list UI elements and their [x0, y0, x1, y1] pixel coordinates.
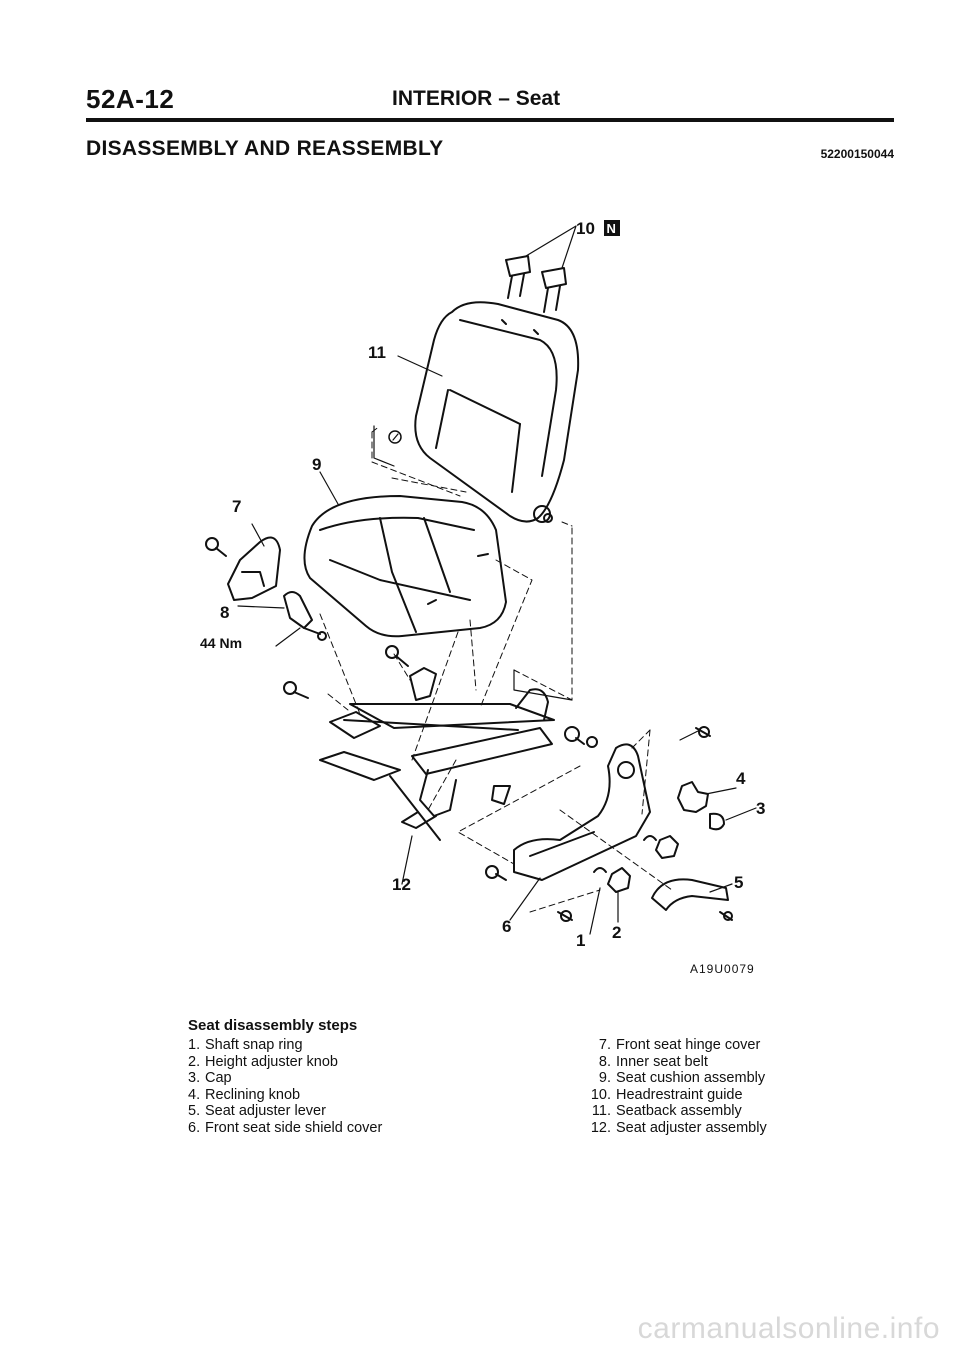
- procedure-heading: DISASSEMBLY AND REASSEMBLY: [86, 137, 444, 160]
- figure-code: A19U0079: [690, 962, 755, 976]
- subsection-name: Seat: [515, 87, 561, 110]
- title-separator: –: [498, 87, 510, 110]
- callout-2: 2: [612, 923, 621, 942]
- reclining-knob: [677, 781, 709, 813]
- header-rule: [86, 118, 894, 122]
- adjuster-bolt-right: [564, 726, 598, 748]
- list-item: 8.Inner seat belt: [598, 1053, 708, 1070]
- seat-adjuster-assembly: [319, 667, 555, 841]
- leader-lines: [237, 225, 757, 935]
- hinge-bracket-outline: [373, 425, 573, 701]
- seatback-assembly: [414, 301, 580, 523]
- adjuster-bolt-left: [283, 681, 309, 699]
- list-item: 10.Headrestraint guide: [590, 1086, 743, 1103]
- seat-exploded-diagram: 10 N 11 9 7 8 44 Nm 12 6 1 2 3 4 5: [200, 219, 765, 950]
- list-item: 2.Height adjuster knob: [188, 1053, 338, 1070]
- callout-11: 11: [368, 343, 386, 362]
- callout-10: 10: [576, 219, 595, 238]
- callout-3: 3: [756, 799, 765, 818]
- cap: [709, 812, 725, 831]
- hinge-cover-screw: [205, 537, 227, 557]
- callout-9: 9: [312, 455, 321, 474]
- torque-label: 44 Nm: [200, 635, 242, 651]
- list-item: 3.Cap: [188, 1070, 232, 1087]
- steps-list-left: 1.Shaft snap ring 2.Height adjuster knob…: [188, 1037, 382, 1137]
- list-item: 7.Front seat hinge cover: [598, 1037, 761, 1053]
- section-name: INTERIOR: [392, 87, 493, 110]
- new-part-mark: N: [604, 220, 620, 236]
- list-item: 4.Reclining knob: [188, 1086, 301, 1103]
- section-title: INTERIOR – Seat: [392, 87, 560, 111]
- watermark: carmanualsonline.info: [637, 1312, 940, 1345]
- list-item: 12.Seat adjuster assembly: [590, 1119, 767, 1136]
- assembly-guide-lines: [319, 425, 673, 913]
- callout-8: 8: [220, 603, 229, 622]
- shield-cover-screw: [485, 865, 507, 881]
- list-item: 9.Seat cushion assembly: [598, 1070, 766, 1087]
- height-adjuster-knob: [607, 867, 631, 893]
- shaft-snap-ring: [593, 867, 607, 873]
- callout-6: 6: [502, 917, 511, 936]
- reclining-knob-screw: [695, 726, 711, 738]
- inner-seat-belt: [283, 591, 327, 641]
- callout-4: 4: [736, 769, 746, 788]
- list-item: 1.Shaft snap ring: [188, 1037, 303, 1053]
- steps-list-right: 7.Front seat hinge cover 8.Inner seat be…: [585, 1037, 767, 1137]
- front-seat-hinge-cover: [227, 536, 281, 601]
- steps-title: Seat disassembly steps: [188, 1017, 358, 1034]
- callout-5: 5: [734, 873, 743, 892]
- front-seat-side-shield-cover: [513, 743, 651, 881]
- seatback-hinge-mark: [388, 430, 402, 444]
- adjuster-bolt-center: [385, 645, 409, 667]
- headrestraint-guide-right: [541, 267, 567, 313]
- headrestraint-guide-left: [505, 255, 531, 299]
- callout-12: 12: [392, 875, 411, 894]
- callout-7: 7: [232, 497, 241, 516]
- page-number: 52A-12: [86, 84, 175, 114]
- list-item: 11.Seatback assembly: [591, 1103, 742, 1120]
- list-item: 5.Seat adjuster lever: [188, 1103, 326, 1120]
- seat-cushion-assembly: [303, 495, 507, 638]
- lever-screw: [719, 911, 733, 921]
- reference-code: 52200150044: [820, 147, 894, 161]
- height-knob-pair: [643, 835, 679, 859]
- seat-adjuster-lever: [651, 878, 729, 911]
- shield-cover-tapping-screw: [557, 910, 573, 922]
- callout-1: 1: [576, 931, 585, 950]
- new-part-mark-letter: N: [607, 221, 616, 236]
- list-item: 6.Front seat side shield cover: [188, 1119, 383, 1136]
